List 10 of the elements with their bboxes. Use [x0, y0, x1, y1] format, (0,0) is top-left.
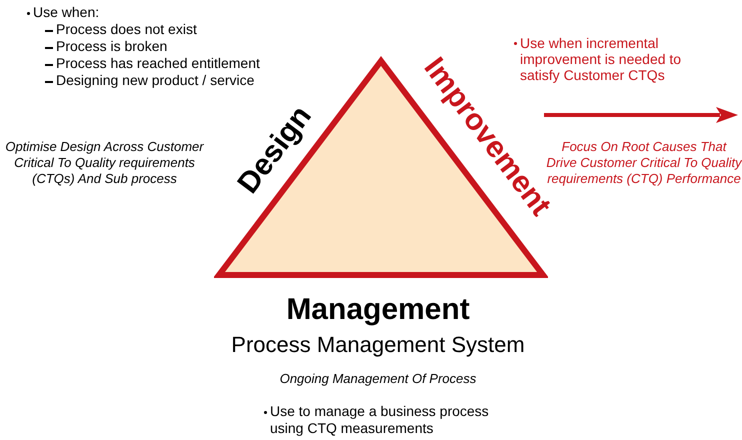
- list-heading: Use when:: [33, 4, 100, 21]
- description-text: Optimise Design Across Customer Critical To Quality requirements (CTQs) And Sub process: [4, 139, 205, 187]
- list-item: Designing new product / service: [56, 72, 256, 89]
- list-item: Process has reached entitlement: [56, 55, 261, 72]
- list-item: Process does not exist: [56, 21, 198, 38]
- description-text: Ongoing Management Of Process: [278, 370, 478, 387]
- list-item: Process is broken: [56, 38, 168, 55]
- base-label: Management: [285, 292, 471, 328]
- subtitle-text: Process Management System: [230, 331, 526, 359]
- bullet-note: Use to manage a business process using CTQ measurements: [270, 403, 490, 437]
